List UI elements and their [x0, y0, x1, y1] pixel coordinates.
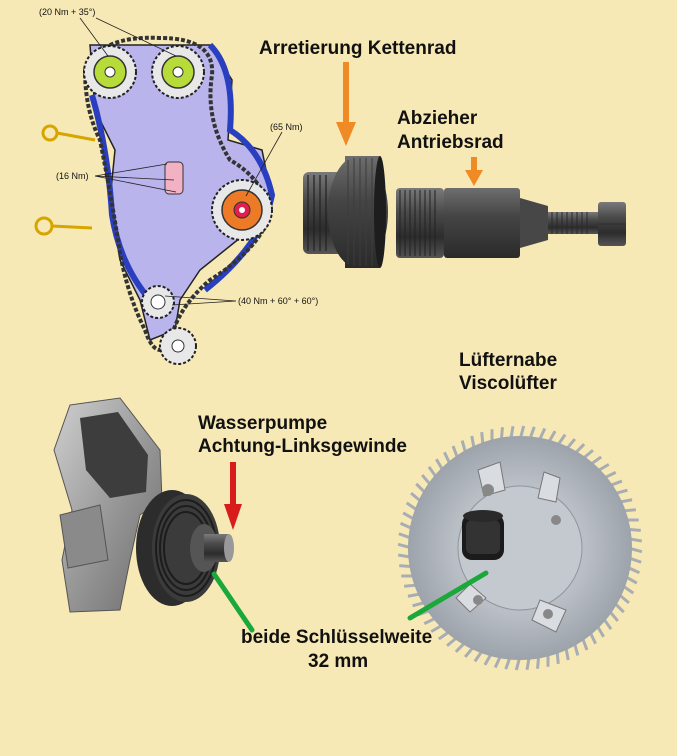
- label-arretierung-kettenrad: Arretierung Kettenrad: [259, 38, 457, 59]
- torque-label-tensioner: (16 Nm): [56, 171, 89, 181]
- camshaft-sprocket-right: [151, 45, 205, 99]
- leader-lines: [79, 17, 283, 306]
- arrow-wasserpumpe: [224, 462, 242, 530]
- timing-chain: [82, 35, 273, 352]
- viscous-fan-image: [397, 425, 643, 671]
- timing-chain-diagram: [34, 17, 283, 365]
- sprocket-locking-tool: [303, 156, 388, 268]
- label-linksgewinde: Achtung-Linksgewinde: [198, 436, 407, 457]
- puller-tool: [396, 188, 626, 258]
- label-viscoluefter: Viscolüfter: [459, 373, 557, 394]
- torque-label-sprocket: (65 Nm): [270, 122, 303, 132]
- pointer-line-fan: [407, 570, 489, 621]
- bolt-lower: [34, 216, 93, 236]
- label-luefternabe: Lüfternabe: [459, 350, 558, 371]
- arrow-arretierung: [336, 62, 356, 146]
- torque-label-camshaft: (20 Nm + 35°): [39, 7, 96, 17]
- bolt-upper: [41, 124, 96, 142]
- chain-tensioner: [164, 161, 184, 195]
- label-32mm: 32 mm: [308, 651, 369, 672]
- oil-pump-sprocket: [159, 327, 197, 365]
- arrow-abzieher: [465, 157, 483, 186]
- label-wasserpumpe: Wasserpumpe: [198, 413, 328, 434]
- label-abzieher: Abzieher: [397, 108, 478, 129]
- label-schluesselweite: beide Schlüsselweite: [241, 627, 433, 648]
- label-antriebsrad: Antriebsrad: [397, 132, 504, 153]
- water-pump-image: [53, 397, 234, 613]
- intermediate-sprocket: [211, 179, 273, 241]
- torque-label-crankshaft: (40 Nm + 60° + 60°): [238, 296, 319, 306]
- pointer-line-pump: [211, 571, 255, 633]
- crankshaft-sprocket: [141, 285, 175, 319]
- camshaft-sprocket-left: [83, 45, 137, 99]
